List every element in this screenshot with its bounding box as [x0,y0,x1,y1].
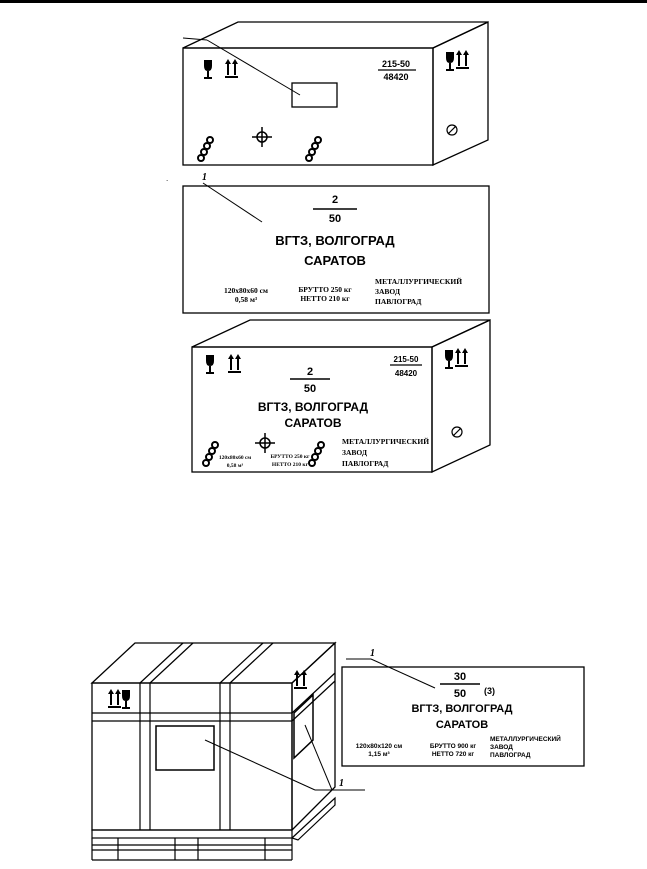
pallet-net: НЕТТО 720 кг [432,751,475,758]
this-side-up-icon [228,354,241,373]
pallet-sender-2: ЗАВОД [490,744,513,751]
box-route: ВГТЗ, ВОЛГОГРАД [258,400,369,414]
center-of-gravity-icon [254,432,276,454]
label-destination: САРАТОВ [304,253,366,268]
callout-number: 1 [339,778,344,789]
label-number-bottom: 50 [329,213,341,225]
this-side-up-icon [108,689,121,708]
label-window [291,82,338,108]
box-dimensions: 120х80х60 см [219,455,252,461]
fragile-glass-icon [122,690,130,709]
label-route: ВГТЗ, ВОЛГОГРАД [275,233,395,248]
box-1: 215-50 48420 [182,20,489,167]
label-net: НЕТТО 210 кг [300,294,350,303]
box-sender-3: ПАВЛОГРАД [342,459,389,468]
label-window [155,725,215,771]
ratio-bottom: 48420 [395,369,418,378]
pallet-route: ВГТЗ, ВОЛГОГРАД [411,703,512,715]
fragile-glass-icon [204,60,212,79]
this-side-up-icon [225,59,238,78]
box-volume: 0,58 м³ [227,463,244,469]
top-border [0,0,647,3]
chain-sling-icon [305,136,322,162]
fragile-glass-icon [445,350,453,369]
label-gross: БРУТТО 250 кг [298,285,352,294]
box-sender-2: ЗАВОД [342,448,368,457]
label-card: 1 2 50 ВГТЗ, ВОЛГОГРАД САРАТОВ 120х80х60… [182,172,490,314]
box-number-top: 2 [307,366,313,378]
box-net: НЕТТО 210 кг [272,462,309,468]
chain-sling-icon [197,136,214,162]
pallet-gross: БРУТТО 900 кг [430,743,477,750]
ratio-top: 215-50 [394,355,419,364]
this-side-up-icon [456,50,469,69]
fragile-glass-icon [446,52,454,71]
box-number-bottom: 50 [304,383,316,395]
label-number-top: 2 [332,194,338,206]
label-dimensions: 120х80х60 см [224,286,268,295]
pallet-sender-3: ПАВЛОГРАД [490,752,531,759]
box-destination: САРАТОВ [284,416,341,430]
box-gross: БРУТТО 250 кг [270,454,310,460]
ratio-top: 215-50 [382,59,410,69]
box-sender-1: МЕТАЛЛУРГИЧЕСКИЙ [342,437,429,446]
chain-sling-icon [308,441,325,467]
label-sender-3: ПАВЛОГРАД [375,297,422,306]
chain-sling-icon [202,441,219,467]
label-window [293,693,314,760]
center-of-gravity-icon [446,124,458,136]
box-2: 215-50 48420 2 50 ВГТЗ, ВОЛГОГРАД САРАТО… [191,318,491,474]
dot: . [166,174,168,183]
this-side-up-icon [455,348,468,367]
label-sender-2: ЗАВОД [375,287,401,296]
label-sender-1: МЕТАЛЛУРГИЧЕСКИЙ [375,277,462,286]
pallet-crate: 1 [90,641,365,861]
label-volume: 0,58 м³ [235,295,258,304]
pallet-number-bottom: 50 [454,688,466,700]
callout-number: 1 [202,172,207,183]
pallet-volume: 1,15 м³ [368,751,390,758]
pallet-dimensions: 120х80х120 см [356,743,403,750]
pallet-label-card: 1 30 50 (3) ВГТЗ, ВОЛГОГРАД САРАТОВ 120х… [341,648,585,767]
center-of-gravity-icon [451,426,463,438]
center-of-gravity-icon [251,126,273,148]
callout-number: 1 [370,648,375,659]
fragile-glass-icon [206,355,214,374]
pallet-count: (3) [484,686,495,696]
ratio-bottom: 48420 [383,72,408,82]
pallet-sender-1: МЕТАЛЛУРГИЧЕСКИЙ [490,734,561,743]
pallet-number-top: 30 [454,671,466,683]
pallet-destination: САРАТОВ [436,719,488,731]
